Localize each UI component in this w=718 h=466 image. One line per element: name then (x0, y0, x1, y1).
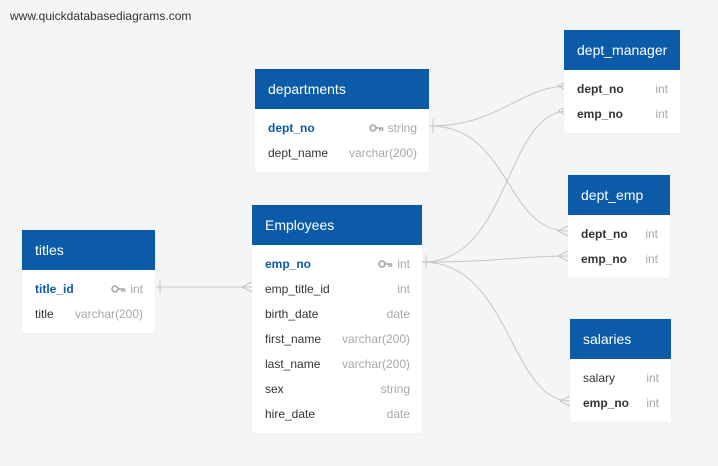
table-row[interactable]: dept_no int (564, 76, 680, 101)
column-type: int (378, 257, 410, 271)
table-row[interactable]: dept_name varchar(200) (255, 140, 429, 165)
column-type-text: string (387, 120, 417, 135)
many-marker (557, 250, 569, 262)
table-row[interactable]: title varchar(200) (22, 301, 155, 326)
link-dept-emp-emp (422, 255, 569, 263)
table-row[interactable]: last_name varchar(200) (252, 351, 422, 376)
column-type: int (645, 251, 658, 266)
column-name: salary (583, 370, 616, 385)
table-row[interactable]: salary int (570, 365, 671, 390)
table-employees[interactable]: Employees emp_no int emp_title_id int bi… (252, 205, 422, 433)
table-titles[interactable]: titles title_id int title varchar(200) (22, 230, 155, 333)
column-name: birth_date (265, 306, 319, 321)
column-name: dept_no (577, 81, 624, 96)
link-salaries-emp (422, 261, 571, 402)
table-row[interactable]: first_name varchar(200) (252, 326, 422, 351)
column-type: string (368, 120, 417, 135)
table-row[interactable]: hire_date date (252, 401, 422, 426)
column-type: int (646, 370, 659, 385)
key-icon (111, 284, 126, 293)
link-dept-manager-dept (429, 85, 569, 127)
table-title[interactable]: Employees (252, 205, 422, 245)
column-type: int (397, 281, 410, 296)
column-type: int (655, 106, 668, 121)
column-type: string (380, 381, 410, 396)
column-name: emp_no (265, 256, 312, 271)
link-dept-manager-emp (422, 110, 569, 263)
many-marker (559, 395, 571, 407)
column-type-text: int (130, 281, 143, 296)
column-type: varchar(200) (348, 145, 417, 160)
column-name: dept_no (581, 226, 628, 241)
column-name: hire_date (265, 406, 316, 421)
many-marker (557, 225, 569, 237)
table-title[interactable]: departments (255, 69, 429, 109)
column-type: varchar(200) (341, 356, 410, 371)
table-row[interactable]: title_id int (22, 276, 155, 301)
column-type: int (655, 81, 668, 96)
key-icon (368, 123, 383, 132)
column-type-text: int (397, 256, 410, 271)
table-title[interactable]: salaries (570, 319, 671, 359)
table-row[interactable]: emp_no int (252, 251, 422, 276)
table-row[interactable]: emp_no int (564, 101, 680, 126)
table-dept-manager[interactable]: dept_manager dept_no int emp_no int (564, 30, 680, 133)
table-title[interactable]: dept_emp (568, 175, 670, 215)
table-title[interactable]: dept_manager (564, 30, 680, 70)
column-type: date (386, 406, 410, 421)
table-row[interactable]: birth_date date (252, 301, 422, 326)
table-row[interactable]: emp_no int (568, 246, 670, 271)
table-row[interactable]: emp_no int (570, 390, 671, 415)
column-name: title (35, 306, 54, 321)
column-name: emp_no (581, 251, 628, 266)
table-title[interactable]: titles (22, 230, 155, 270)
link-dept-emp-dept (429, 125, 569, 232)
column-name: title_id (35, 281, 74, 296)
column-type: int (645, 226, 658, 241)
table-departments[interactable]: departments dept_no string dept_name var… (255, 69, 429, 172)
column-name: emp_no (577, 106, 624, 121)
column-name: emp_no (583, 395, 630, 410)
table-salaries[interactable]: salaries salary int emp_no int (570, 319, 671, 422)
column-name: sex (265, 381, 284, 396)
column-type: varchar(200) (341, 331, 410, 346)
column-name: dept_name (268, 145, 329, 160)
column-type: varchar(200) (74, 306, 143, 321)
table-row[interactable]: dept_no string (255, 115, 429, 140)
column-type: date (386, 306, 410, 321)
site-url[interactable]: www.quickdatabasediagrams.com (10, 9, 192, 23)
table-dept-emp[interactable]: dept_emp dept_no int emp_no int (568, 175, 670, 278)
table-row[interactable]: dept_no int (568, 221, 670, 246)
key-icon (378, 259, 393, 268)
column-type: int (646, 395, 659, 410)
column-name: first_name (265, 331, 322, 346)
column-name: dept_no (268, 120, 315, 135)
column-name: last_name (265, 356, 321, 371)
table-row[interactable]: sex string (252, 376, 422, 401)
table-row[interactable]: emp_title_id int (252, 276, 422, 301)
column-name: emp_title_id (265, 281, 330, 296)
column-type: int (111, 282, 143, 296)
many-marker (241, 281, 253, 293)
